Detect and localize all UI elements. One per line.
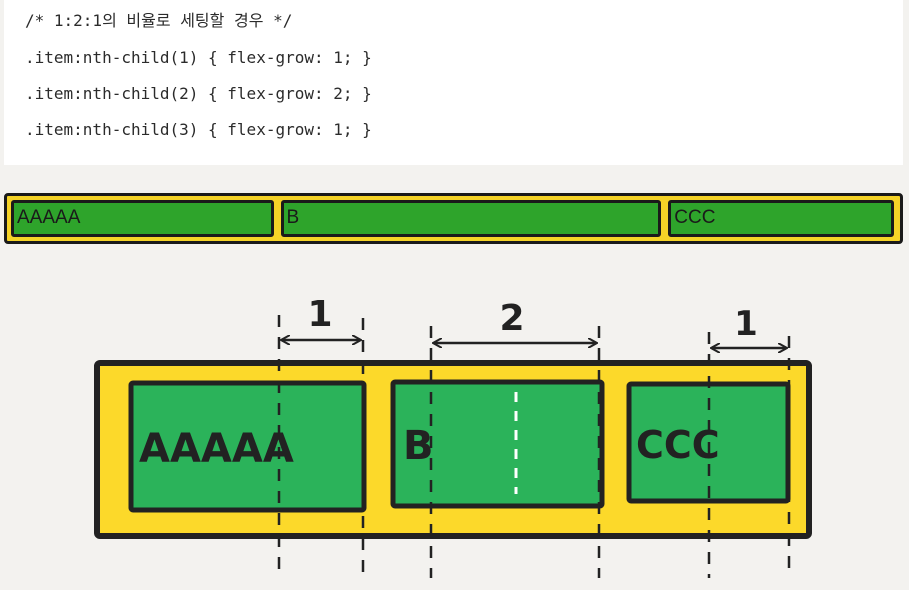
flex-grow-illustration: 1 2 1 AAAAA B CCC <box>94 294 812 578</box>
illustration-label-a: AAAAA <box>139 426 294 472</box>
illustration-item-b <box>390 379 605 509</box>
ratio-label-2: 2 <box>499 298 524 339</box>
code-comment-line: /* 1:2:1의 비율로 세팅할 경우 */ <box>25 11 293 30</box>
flex-item-b: B <box>280 200 662 237</box>
ratio-label-3: 1 <box>734 304 758 344</box>
code-line-item-1: .item:nth-child(1) { flex-grow: 1; } <box>25 48 372 67</box>
flex-item-a: AAAAA <box>11 200 274 237</box>
dashed-guides <box>277 315 791 578</box>
flex-container-demo: AAAAA B CCC <box>4 193 903 244</box>
code-line-item-2: .item:nth-child(2) { flex-grow: 2; } <box>25 84 372 103</box>
illustration-label-b: B <box>403 423 434 469</box>
ratio-label-1: 1 <box>307 294 332 335</box>
code-line-item-3: .item:nth-child(3) { flex-grow: 1; } <box>25 120 372 139</box>
flex-item-c: CCC <box>668 200 895 237</box>
illustration-label-c: CCC <box>636 423 720 467</box>
illustration-item-a <box>128 380 367 513</box>
code-block: /* 1:2:1의 비율로 세팅할 경우 */ .item:nth-child(… <box>4 0 903 165</box>
